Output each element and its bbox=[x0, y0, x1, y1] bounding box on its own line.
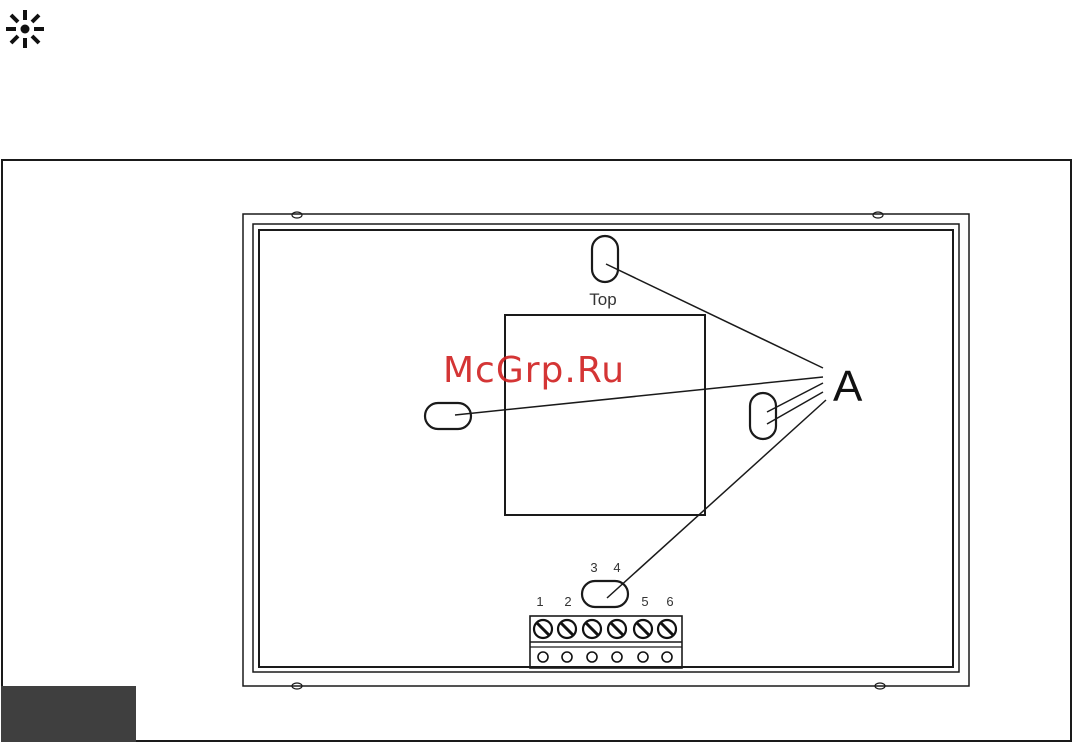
mounting-hole-top bbox=[592, 236, 618, 282]
tab-top-right bbox=[873, 212, 883, 218]
terminal-screw-2 bbox=[558, 620, 576, 638]
terminal-pin-3 bbox=[587, 652, 597, 662]
watermark: McGrp.Ru bbox=[443, 350, 625, 391]
terminal-number-2: 2 bbox=[564, 594, 571, 609]
leader-line-bottom bbox=[607, 400, 826, 598]
terminal-pin-6 bbox=[662, 652, 672, 662]
terminal-screw-6 bbox=[658, 620, 676, 638]
terminal-number-4: 4 bbox=[613, 560, 620, 575]
mounting-hole-left bbox=[425, 403, 471, 429]
terminal-screw-4 bbox=[608, 620, 626, 638]
terminal-pins bbox=[538, 652, 672, 662]
terminal-pin-4 bbox=[612, 652, 622, 662]
terminal-pin-1 bbox=[538, 652, 548, 662]
terminal-number-3: 3 bbox=[590, 560, 597, 575]
terminal-screw-3 bbox=[583, 620, 601, 638]
terminal-pin-2 bbox=[562, 652, 572, 662]
callout-a: A bbox=[833, 362, 863, 411]
terminal-number-1: 1 bbox=[536, 594, 543, 609]
terminal-screws bbox=[534, 620, 676, 638]
label-top: Top bbox=[589, 290, 616, 309]
tab-top-left bbox=[292, 212, 302, 218]
terminal-screw-1 bbox=[534, 620, 552, 638]
terminal-number-5: 5 bbox=[641, 594, 648, 609]
mounting-hole-right bbox=[750, 393, 776, 439]
terminal-screw-5 bbox=[634, 620, 652, 638]
wall-opening bbox=[505, 315, 705, 515]
terminal-number-6: 6 bbox=[666, 594, 673, 609]
terminal-pin-5 bbox=[638, 652, 648, 662]
